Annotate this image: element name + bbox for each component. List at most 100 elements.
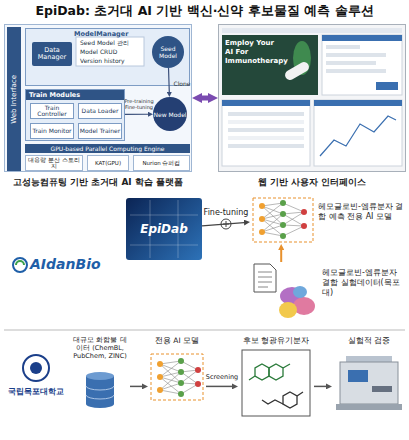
text-label: Seed Model 관리 [80,39,129,48]
instrument-base [336,404,402,410]
ai-model-node: 헤모글로빈-엠류분자 결합 예측 전용 AI 모델 [250,194,406,244]
neuron [178,380,184,386]
connector-arrow [314,386,326,388]
molecule-bond [249,364,290,380]
molecule-ring [283,392,297,408]
neuron [178,391,184,397]
model-image: EpiDab [126,198,202,260]
node-text: Seed Model [152,45,184,59]
neuron [280,222,286,228]
instrument-slot [372,386,392,392]
result-panel [222,100,310,166]
model-circle: New Model [153,97,187,131]
form-panel [322,35,402,95]
neuron [195,381,201,387]
process-box: Data Manager [32,42,72,66]
text-label: Model CRUD [80,48,117,55]
panel-header [222,100,310,106]
molecule-ring [269,364,283,380]
protein-blob [293,286,307,298]
node-text: Train Modules [26,90,124,100]
separator-line [4,330,405,331]
neuron [195,367,201,373]
form-row [326,61,376,65]
text-label: 국립목포대학교 [0,386,72,397]
neuron [157,387,163,393]
node-text: GPU-based Parallel Computing Engine [50,144,164,153]
node-text: 후보 형광유기분자 [238,336,314,346]
edge-label: Clone [173,79,190,86]
logo-icon [13,258,27,272]
process-box: Train Controller [30,103,74,119]
list-box [76,37,144,66]
connector-arrow [202,223,244,226]
node-text: 헤모글로빈-엠류분자 결합 예측 전용 AI 모델 [318,202,406,222]
network-links [262,203,304,236]
neuron [178,369,184,375]
form-button [376,82,398,90]
node-text: Nurion 슈퍼컴 [143,160,181,166]
model-circle: Seed Model [152,36,184,68]
neuron [259,203,265,209]
node-text: ModelManager [74,30,128,38]
text-label: Version history [80,57,125,64]
form-row [326,45,360,49]
web-interface-bar: Web Interface [7,27,21,171]
node-text: 고성능컴퓨팅 기반 초거대 AI 학습 플랫폼 [0,176,201,189]
network-links [160,361,198,394]
network-frame [151,354,203,400]
protein-blob [279,302,297,318]
logo-icon [16,261,24,265]
ai-model-node: 전용 AI 모델 [148,336,206,420]
node-text: KAT(GPU) [95,160,121,166]
neuron [157,361,163,367]
node-text: 실험적 검증 [332,336,406,346]
database-cylinder [86,376,114,408]
neuron [259,216,265,222]
table-row [228,136,304,140]
molecule-bond [262,392,303,404]
neuron [157,374,163,380]
database-top [86,372,114,380]
process-box: Train Monitor [30,123,74,139]
node-text: Train Controller [31,105,73,118]
node-text: New Model [153,111,186,118]
document-icon [254,264,276,292]
node-text: 대용량 분산 스토리지 [26,157,82,169]
form-row [326,69,386,73]
node-text: Data Manager [32,47,72,61]
university-emblem [23,355,49,381]
neuron [280,200,286,206]
result-panel [314,100,402,166]
edge-label: Pre-training Fine-tuning [124,98,154,110]
node-text: 헤모글로빈-엠류분자 결합 실험데이터(목포대) [322,268,406,298]
hero-image [222,35,318,95]
neuron [178,358,184,364]
table-row [228,128,304,132]
molecule-ring [255,364,269,380]
node-text: Model Trainer [80,128,120,135]
node-text: Data Loader [82,108,119,115]
node-text: 웹 기반 사용자 인터페이스 [209,176,409,189]
neuron [301,223,307,229]
node-text: 대규모 화합물 데이터 (ChemBL, PubChem, ZINC) [70,336,130,360]
edge-label: Fine-tuning [204,208,249,217]
connector-arrow [280,250,282,262]
supercomputer-box: Nurion 슈퍼컴 [133,155,190,171]
node-text: Employ Your AI For Immunotherapy [225,39,281,66]
candidate-node: 후보 형광유기분자 [238,336,314,420]
capsule [283,60,311,82]
connector-arrow [206,386,232,388]
edge-label: Screening [206,373,238,381]
instrument-body [340,362,398,404]
node-text: Train Monitor [32,128,71,135]
panel-header [314,100,402,106]
neuron [259,229,265,235]
process-box: Model Trainer [78,123,122,139]
module-box: Train ModulesTrain Controller Data Loader… [25,89,125,141]
node-text: Web Interface [10,75,18,124]
neuron [280,211,286,217]
connector-arrow [125,114,148,115]
